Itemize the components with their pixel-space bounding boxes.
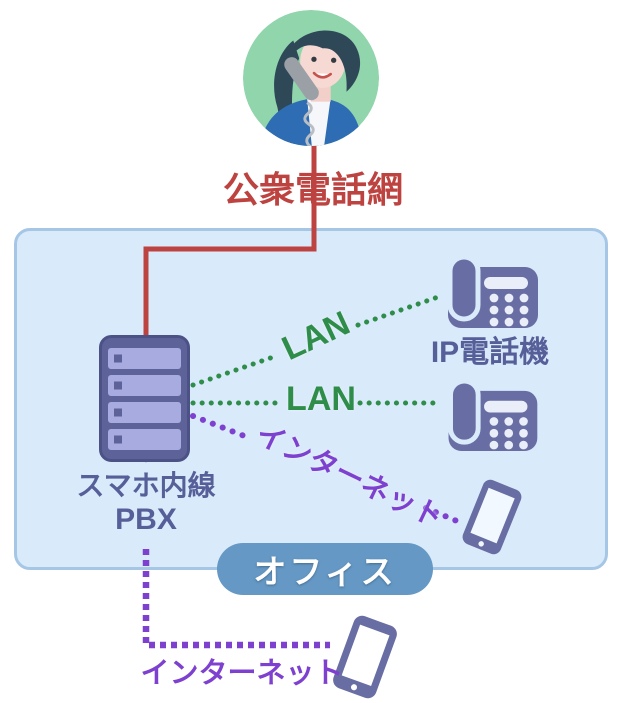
- pbx-server: [99, 335, 190, 462]
- ip-phone-1: [438, 254, 538, 328]
- office-badge-label: オフィス: [253, 553, 397, 590]
- pbx-label-line1: スマホ内線: [76, 470, 216, 501]
- desk-phone-icon: [448, 378, 538, 451]
- smartphone-icon: [462, 479, 522, 555]
- smartphone-remote: [327, 611, 403, 703]
- pstn-label: 公衆電話網: [222, 169, 404, 210]
- pbx-label-line2: PBX: [115, 503, 177, 536]
- smartphone-office: [457, 475, 527, 559]
- smartphone-icon: [333, 615, 397, 699]
- caller-avatar: [242, 9, 380, 147]
- internet-label-outside: インターネット: [140, 657, 344, 690]
- ip-phone-2: [438, 378, 538, 451]
- desk-phone-icon: [447, 254, 538, 328]
- ip-phone-label: IP電話機: [430, 336, 550, 369]
- lan-label-2: LAN: [286, 380, 356, 418]
- server-icon: [99, 335, 190, 462]
- office-badge: オフィス: [217, 543, 433, 595]
- person-on-phone-icon: [242, 9, 380, 147]
